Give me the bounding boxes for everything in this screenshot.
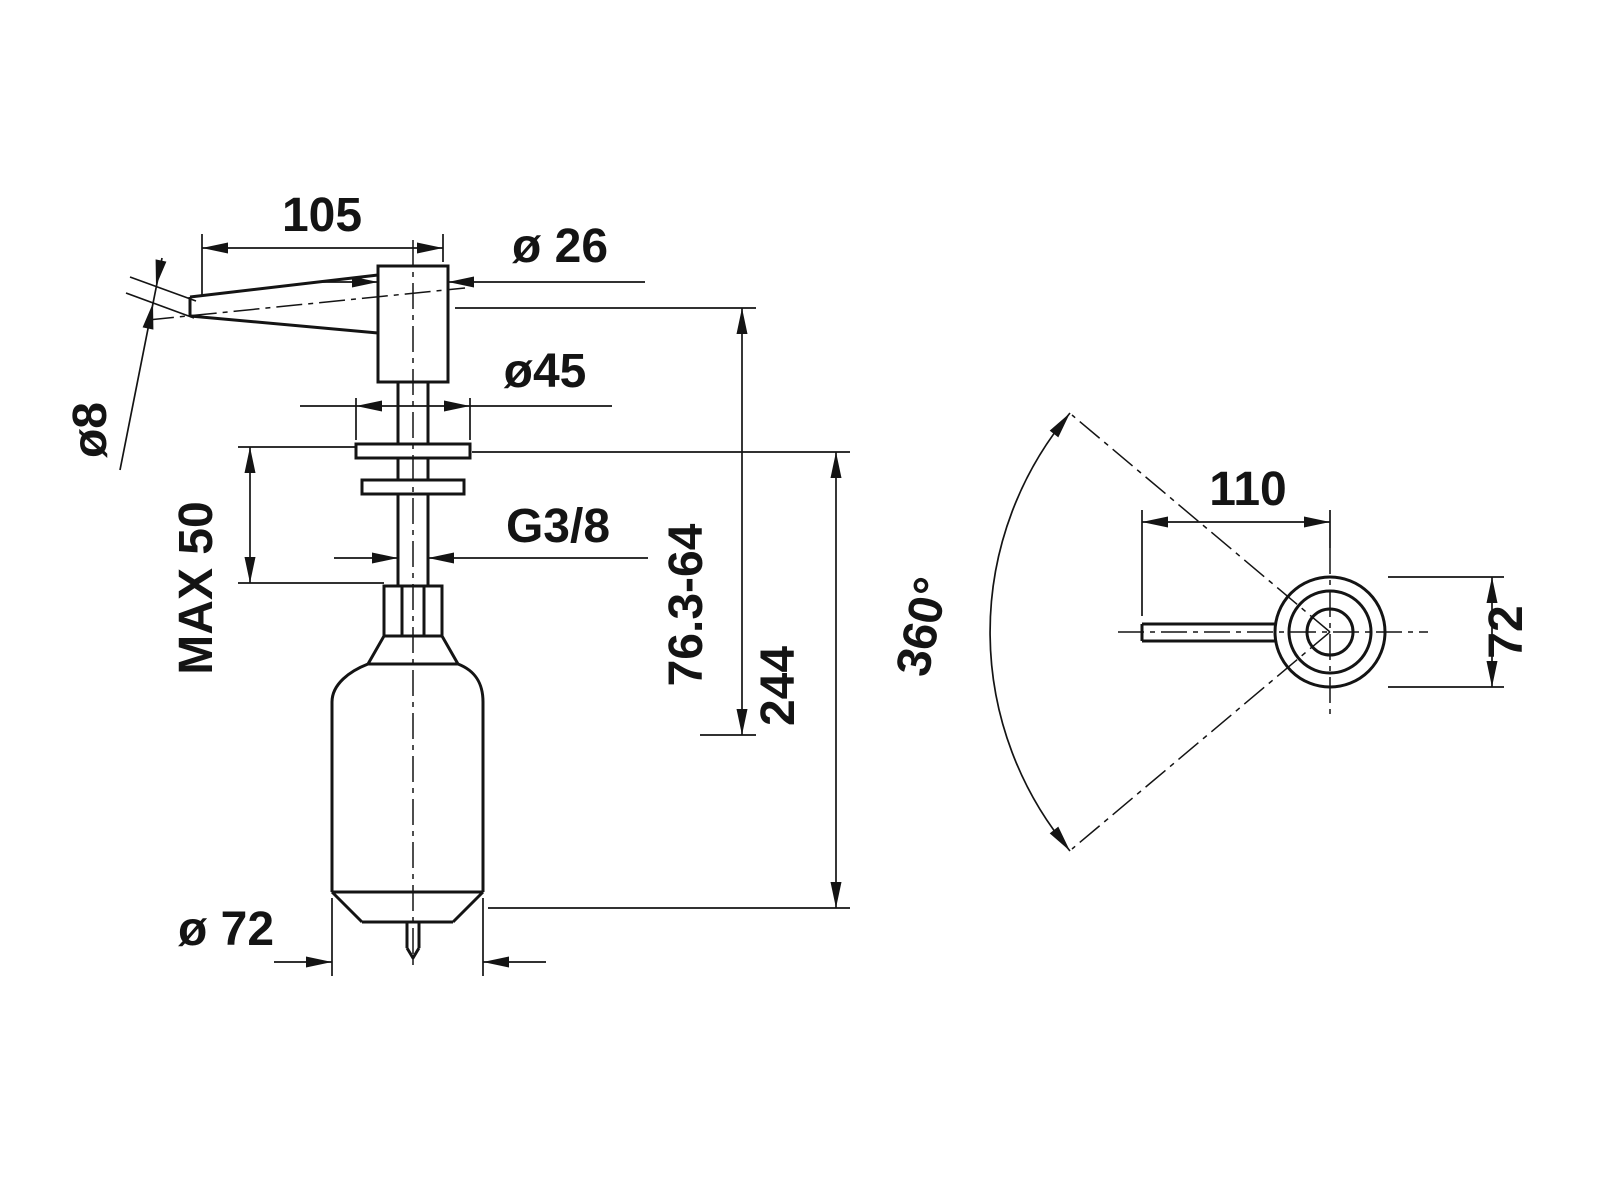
bottle-outline	[330, 662, 485, 924]
dim-flange-diameter-arrows	[356, 400, 470, 412]
dim-bottle-diameter-arrows	[306, 956, 509, 968]
dim-spout-tip-arrows	[142, 259, 167, 330]
dim-head-diameter-arrows	[352, 276, 474, 288]
flange-plate-outline	[354, 442, 472, 496]
threaded-shaft-outline	[396, 458, 430, 586]
rotation-arc-arrows	[1049, 413, 1070, 851]
dim-bottle-diameter-label: ø 72	[178, 903, 274, 956]
spout-axis-centerline	[147, 287, 466, 321]
dim-upper-height-lines	[455, 307, 756, 736]
dim-reach-label: 110	[1209, 463, 1286, 516]
dim-total-height-label: 244	[752, 646, 805, 726]
dim-spout-length-label: 105	[282, 189, 362, 242]
dim-spout-tip-lines	[119, 257, 197, 471]
rotation-arc	[989, 412, 1071, 852]
dim-flange-diameter-label: ø45	[504, 345, 587, 398]
pump-head-outline	[376, 264, 450, 384]
dim-plan-diameter-label: 72	[1480, 605, 1533, 658]
dim-rotation-label: 360°	[887, 573, 959, 681]
dim-head-diameter-label: ø 26	[512, 220, 608, 273]
dim-spout-length-arrows	[202, 242, 443, 254]
dim-plan-diameter-arrows	[1486, 577, 1498, 687]
bottle-spigot-outline	[405, 922, 421, 961]
dim-max-thickness-lines	[238, 446, 384, 584]
dim-total-height-lines	[472, 451, 850, 909]
dim-spout-tip-label: ø8	[64, 402, 117, 458]
dim-max-thickness-label: MAX 50	[170, 501, 223, 674]
rotation-radial-lines	[1071, 414, 1331, 850]
top-view: 360° 110 72	[887, 412, 1533, 852]
dim-thread-label: G3/8	[506, 500, 610, 553]
dim-upper-height-label: 76.3-64	[660, 523, 713, 686]
shaft-upper-outline	[396, 382, 430, 444]
side-view: 105 ø 26 ø8 ø45 G3/8 MAX 50 76.3-64 244	[64, 189, 850, 976]
dim-reach-lines	[1141, 510, 1331, 616]
dim-thread-arrows	[372, 552, 454, 564]
dim-bottle-diameter-lines	[274, 898, 546, 976]
spout-outline	[188, 273, 379, 335]
